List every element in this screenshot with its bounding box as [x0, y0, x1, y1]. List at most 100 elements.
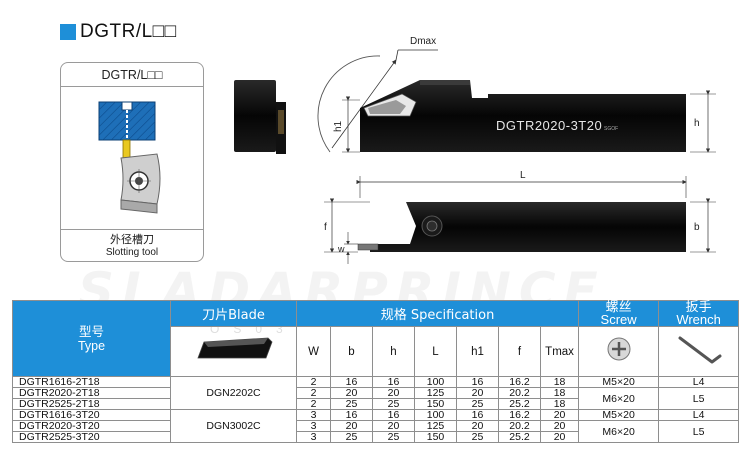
row-w: 2 [296, 398, 331, 410]
row-h1: 25 [456, 398, 499, 410]
row-w: 3 [296, 431, 331, 443]
row-b: 25 [330, 398, 373, 410]
tool-holder-block [98, 101, 156, 141]
row-h1: 20 [456, 420, 499, 432]
row-type: DGTR2525-2T18 [12, 398, 171, 410]
slotting-illustration [98, 101, 161, 214]
row-l: 150 [414, 398, 457, 410]
technical-drawing: Dmax DGTR2020-3T20 SGOF h1 h L f w b [234, 36, 716, 264]
row-wrench: L5 [658, 387, 740, 410]
row-b: 16 [330, 409, 373, 421]
wrench-cn: 扳手 [685, 299, 712, 315]
table-row: DGTR2020-3T20 3 20 20 125 20 20.2 20 M6×… [12, 420, 740, 443]
dim-b: b [694, 222, 700, 233]
row-wrench: L4 [658, 376, 740, 388]
row-wrench: L5 [658, 420, 740, 443]
dmax-arc [317, 55, 381, 153]
wrench-en: Wrench [676, 311, 721, 327]
blade-insert-icon [196, 337, 272, 359]
holder-bottom-view [357, 202, 686, 252]
wrench-image-cell [658, 326, 740, 377]
row-blade: DGN3002C [170, 409, 297, 443]
brand-mark: SGOF [604, 126, 618, 132]
workpiece [120, 153, 161, 214]
row-f: 16.2 [498, 376, 541, 388]
caption-en: Slotting tool [105, 247, 159, 258]
row-type: DGTR2020-2T18 [12, 387, 171, 399]
row-tmax: 18 [539, 387, 580, 399]
row-h1: 16 [456, 376, 499, 388]
row-b: 25 [330, 431, 373, 443]
screw-en: Screw [600, 311, 637, 327]
row-screw: M6×20 [578, 387, 660, 410]
application-panel: DGTR/L□□ 外径槽刀 Slottin [60, 62, 204, 262]
row-w: 2 [296, 387, 331, 399]
col-type: 型号 Type [12, 300, 171, 377]
row-l: 150 [414, 431, 457, 443]
page-title: DGTR/L□□ [60, 20, 177, 44]
row-w: 3 [296, 420, 331, 432]
dim-l: L [520, 170, 526, 181]
holder-end-view [234, 80, 286, 154]
row-type: DGTR2020-3T20 [12, 420, 171, 432]
table-row: DGTR1616-3T20 DGN3002C 3 16 16 100 16 16… [12, 409, 740, 443]
row-b: 16 [330, 376, 373, 388]
col-l: L [414, 326, 457, 377]
col-wrench: 扳手 Wrench [658, 299, 740, 327]
dim-dmax: Dmax [410, 36, 436, 47]
title-text: DGTR/L□□ [80, 21, 177, 42]
row-h: 25 [372, 398, 415, 410]
row-h1: 20 [456, 387, 499, 399]
dim-h: h [694, 118, 700, 129]
row-b: 20 [330, 420, 373, 432]
col-w: W [296, 326, 331, 377]
blade-image-cell [170, 326, 297, 377]
title-square-icon [60, 24, 76, 40]
row-w: 3 [296, 409, 331, 421]
col-h1: h1 [456, 326, 499, 377]
row-type: DGTR2525-3T20 [12, 431, 171, 443]
table-row: DGTR2020-2T18 2 20 20 125 20 20.2 18 M6×… [12, 387, 740, 410]
row-h: 20 [372, 420, 415, 432]
row-tmax: 20 [539, 420, 580, 432]
row-b: 20 [330, 387, 373, 399]
row-h1: 25 [456, 431, 499, 443]
screw-icon [607, 337, 631, 361]
row-f: 20.2 [498, 387, 541, 399]
row-type: DGTR1616-2T18 [12, 376, 171, 388]
spec-table: 型号 Type 刀片Blade 规格 Specification 螺丝 Scre… [12, 299, 740, 443]
screw-image-cell [578, 326, 660, 377]
row-tmax: 20 [539, 431, 580, 443]
caption-cn: 外径槽刀 [110, 233, 154, 246]
row-h: 16 [372, 376, 415, 388]
table-row: DGTR1616-2T18 DGN2202C 2 16 16 100 16 16… [12, 376, 740, 410]
row-screw: M5×20 [578, 409, 660, 421]
row-wrench: L4 [658, 409, 740, 421]
col-b: b [330, 326, 373, 377]
col-blade: 刀片Blade [170, 300, 297, 327]
row-f: 25.2 [498, 398, 541, 410]
row-f: 25.2 [498, 431, 541, 443]
col-h: h [372, 326, 415, 377]
row-f: 16.2 [498, 409, 541, 421]
row-l: 125 [414, 387, 457, 399]
row-h: 20 [372, 387, 415, 399]
col-spec: 规格 Specification [295, 300, 580, 327]
row-screw: M6×20 [578, 420, 660, 443]
hex-wrench-icon [678, 336, 722, 364]
col-f: f [498, 326, 541, 377]
row-l: 100 [414, 409, 457, 421]
dim-w: w [337, 244, 345, 254]
row-tmax: 20 [539, 409, 580, 421]
panel-title: DGTR/L□□ [61, 63, 203, 87]
col-screw: 螺丝 Screw [578, 300, 660, 327]
row-screw: M5×20 [578, 376, 660, 388]
panel-caption: 外径槽刀 Slotting tool [61, 229, 203, 261]
row-f: 20.2 [498, 420, 541, 432]
dim-f: f [324, 222, 327, 233]
dmax-leader [331, 59, 397, 149]
row-h: 16 [372, 409, 415, 421]
row-tmax: 18 [539, 398, 580, 410]
type-en: Type [77, 338, 106, 353]
type-cn: 型号 [78, 323, 104, 339]
